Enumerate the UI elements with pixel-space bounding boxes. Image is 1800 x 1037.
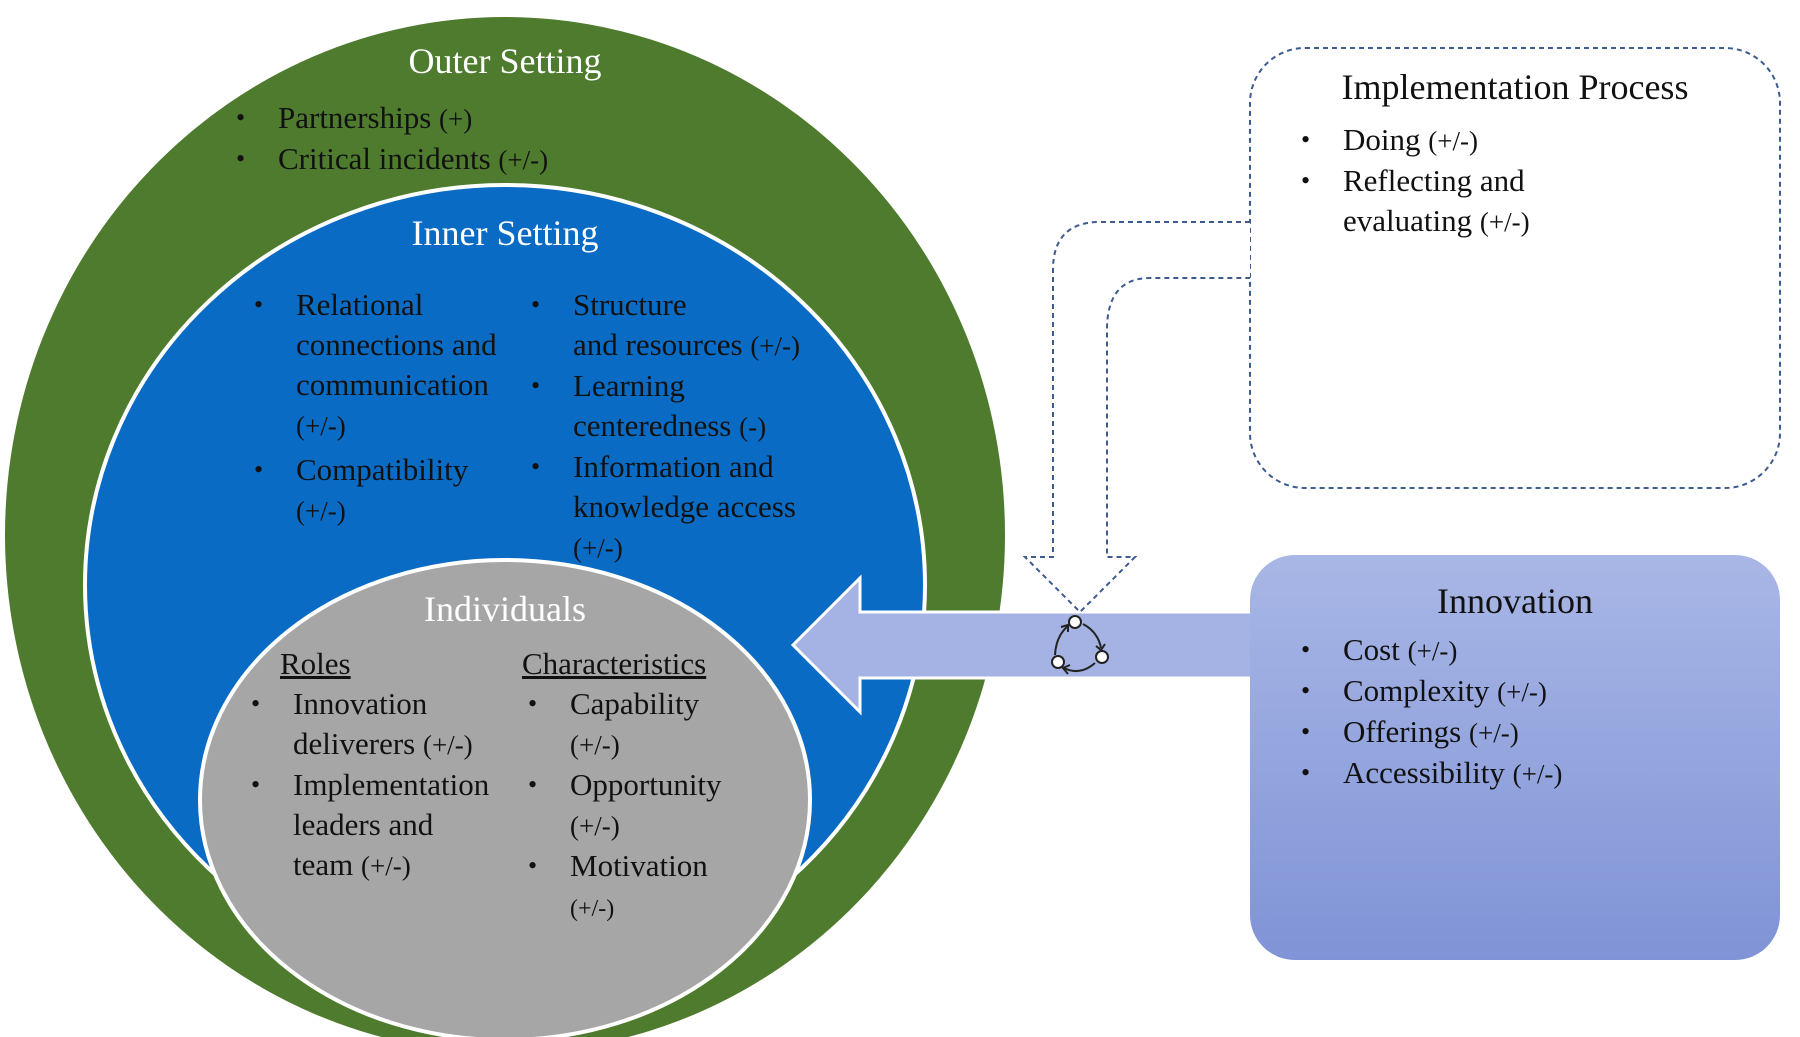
- roles-item: Innovation deliverers (+/-): [245, 684, 535, 765]
- inner-setting-item: Relational connections and communication…: [248, 285, 538, 446]
- outer-setting-title: Outer Setting: [408, 41, 602, 81]
- inner-setting-title: Inner Setting: [411, 213, 599, 253]
- innovation-item: Accessibility (+/-): [1295, 753, 1735, 794]
- individuals-title: Individuals: [424, 589, 586, 629]
- cycle-arrows-icon: [1051, 615, 1109, 675]
- innovation-title: Innovation: [1437, 581, 1593, 621]
- roles-heading: Roles: [280, 646, 351, 681]
- roles-item: Implementation leaders and team (+/-): [245, 765, 535, 886]
- innovation-item: Offerings (+/-): [1295, 712, 1735, 753]
- implementation-process-list: Doing (+/-) Reflecting and evaluating (+…: [1295, 120, 1735, 242]
- characteristics-item: Capability(+/-): [522, 684, 772, 765]
- outer-setting-item: Partnerships (+): [230, 98, 650, 139]
- inner-setting-item: Structure and resources (+/-): [525, 285, 845, 366]
- process-feedback-arrow: [1022, 221, 1250, 614]
- characteristics-heading: Characteristics: [522, 646, 707, 681]
- implementation-process-item: Reflecting and evaluating (+/-): [1295, 161, 1735, 242]
- innovation-arrow: [790, 574, 1257, 716]
- roles-list: Innovation deliverers (+/-) Implementati…: [245, 684, 535, 886]
- outer-setting-item: Critical incidents (+/-): [230, 139, 650, 180]
- inner-setting-right-list: Structure and resources (+/-) Learning c…: [525, 285, 845, 568]
- inner-setting-item: Compatibility(+/-): [248, 450, 538, 531]
- innovation-item: Complexity (+/-): [1295, 671, 1735, 712]
- characteristics-item: Motivation(+/-): [522, 846, 772, 929]
- implementation-process-title: Implementation Process: [1341, 67, 1689, 107]
- characteristics-item: Opportunity(+/-): [522, 765, 772, 846]
- innovation-item: Cost (+/-): [1295, 630, 1735, 671]
- implementation-process-item: Doing (+/-): [1295, 120, 1735, 161]
- implementation-process-box: [1249, 47, 1781, 489]
- outer-setting-list: Partnerships (+) Critical incidents (+/-…: [230, 98, 650, 180]
- inner-setting-left-list: Relational connections and communication…: [248, 285, 538, 531]
- characteristics-list: Capability(+/-) Opportunity(+/-) Motivat…: [522, 684, 772, 929]
- innovation-list: Cost (+/-) Complexity (+/-) Offerings (+…: [1295, 630, 1735, 794]
- inner-setting-item: Information and knowledge access(+/-): [525, 447, 845, 568]
- inner-setting-item: Learning centeredness (-): [525, 366, 845, 447]
